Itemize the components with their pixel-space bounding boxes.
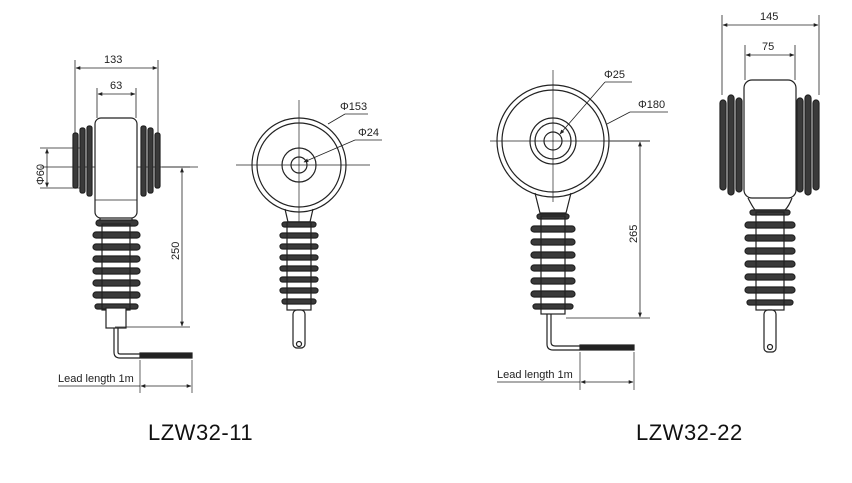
lead-length-label: Lead length 1m: [58, 373, 134, 385]
main-body: [743, 79, 797, 199]
lzw32-22-side-view: [719, 15, 820, 353]
dim-label-63: 63: [110, 80, 122, 92]
dim-label-phi25: Φ25: [604, 69, 625, 81]
bore-circle: [543, 131, 563, 151]
dim-label-145: 145: [760, 11, 778, 23]
dim-label-phi24: Φ24: [358, 127, 379, 139]
main-body: [94, 117, 138, 219]
side-sheds-right: [140, 125, 161, 197]
dim-label-75: 75: [762, 41, 774, 53]
product-caption: LZW32-11: [148, 420, 253, 445]
lead-wire: [579, 344, 635, 351]
side-sheds-right: [796, 94, 820, 196]
front-insulator-sheds: [279, 221, 319, 305]
dim-label-phi180: Φ180: [638, 99, 665, 111]
front-insulator-sheds: [530, 213, 576, 310]
bore-circle: [290, 156, 308, 174]
lzw32-22-front-view: [490, 70, 668, 390]
insulator-sheds: [744, 209, 796, 306]
lead-wire: [139, 352, 193, 359]
lzw32-11-front-view: [236, 100, 382, 349]
dim-label-133: 133: [104, 54, 122, 66]
side-sheds-left: [72, 125, 93, 197]
dim-label-phi60: Φ60: [35, 164, 47, 185]
dim-label-265: 265: [628, 225, 640, 243]
face-outer: [496, 84, 610, 198]
lzw32-11-side-view: [40, 60, 198, 393]
lead-bend: [113, 328, 140, 359]
product-caption: LZW32-22: [636, 420, 743, 445]
dim-label-phi153: Φ153: [340, 101, 367, 113]
lead-bend: [546, 314, 580, 351]
insulator-sheds: [92, 219, 141, 310]
side-sheds-left: [719, 94, 743, 196]
lead-length-label: Lead length 1m: [497, 369, 573, 381]
dim-label-250: 250: [170, 242, 182, 260]
face-outer: [251, 117, 347, 213]
